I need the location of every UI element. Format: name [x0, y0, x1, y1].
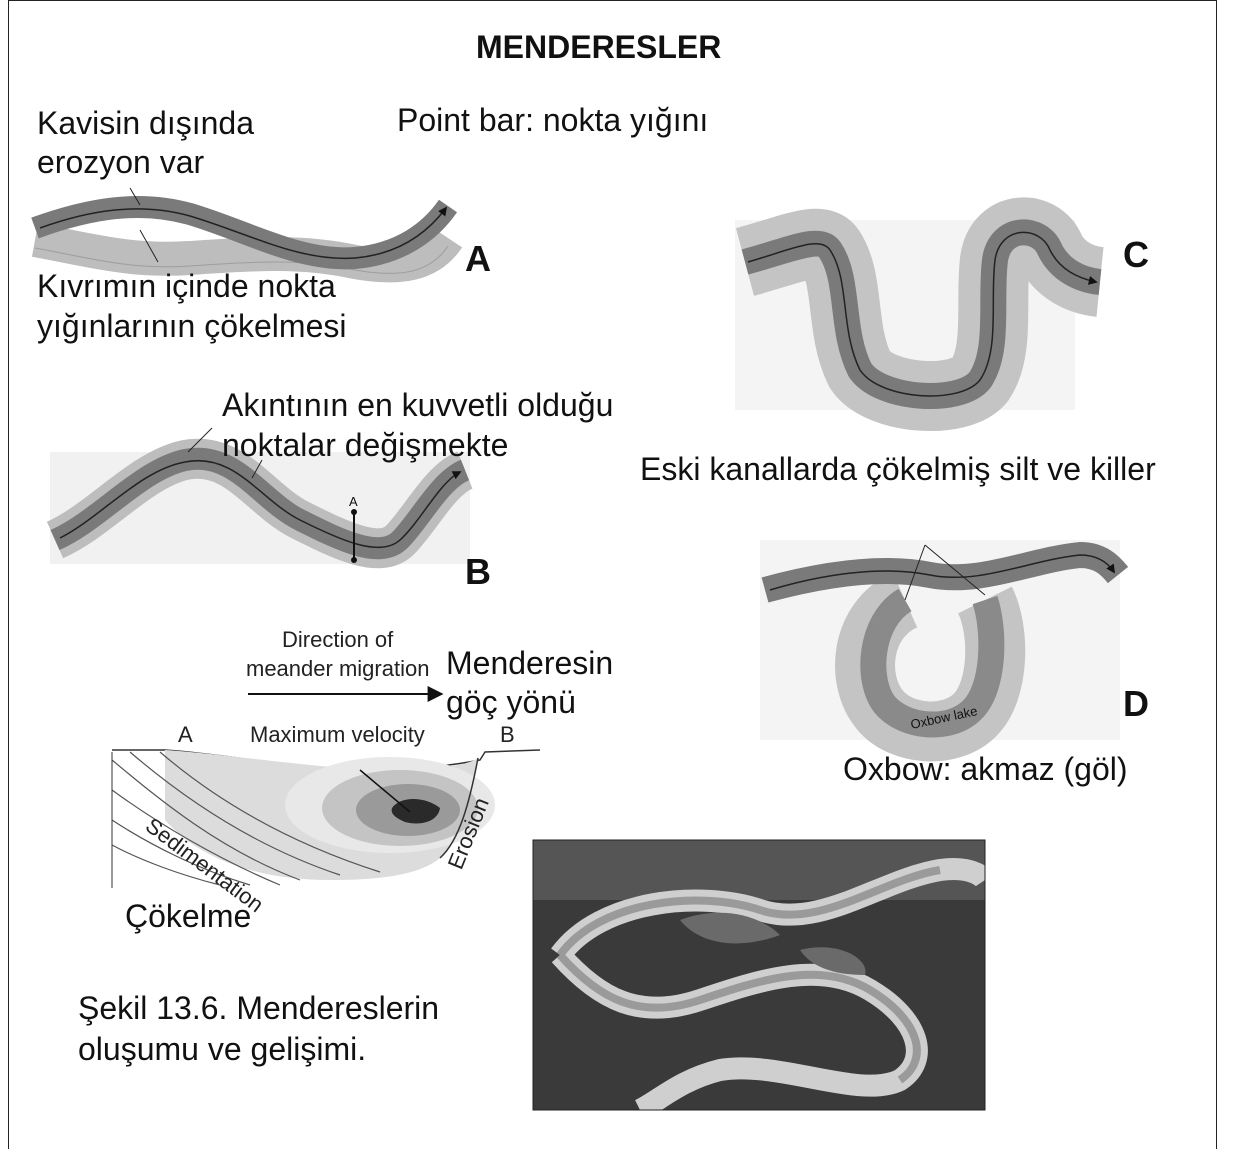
- page-title: MENDERESLER: [476, 28, 721, 66]
- figure-caption-1: Şekil 13.6. Mendereslerin: [78, 989, 439, 1027]
- panel-letter-b: B: [465, 550, 491, 593]
- label-outer-erosion-1: Kavisin dışında: [37, 104, 254, 142]
- panel-letter-c: C: [1123, 233, 1149, 276]
- label-direction-1: Direction of: [282, 627, 393, 653]
- label-direction-2: meander migration: [246, 656, 429, 682]
- label-inner-deposition-1: Kıvrımın içinde nokta: [37, 267, 336, 305]
- label-point-bar: Point bar: nokta yığını: [397, 101, 708, 139]
- label-b-profile-point: A: [349, 494, 358, 510]
- label-old-channels: Eski kanallarda çökelmiş silt ve killer: [640, 450, 1156, 488]
- label-strongest-current-1: Akıntının en kuvvetli olduğu: [222, 386, 613, 424]
- label-migration-tr-1: Menderesin: [446, 644, 613, 682]
- label-inner-deposition-2: yığınlarının çökelmesi: [37, 307, 346, 345]
- cross-section-point-a: A: [178, 722, 193, 748]
- label-outer-erosion-2: erozyon var: [37, 143, 204, 181]
- panel-letter-d: D: [1123, 682, 1149, 725]
- label-max-velocity: Maximum velocity: [250, 722, 425, 748]
- label-strongest-current-2: noktalar değişmekte: [222, 426, 508, 464]
- label-migration-tr-2: göç yönü: [446, 683, 576, 721]
- panel-c-meander: [735, 220, 1100, 410]
- figure-caption-2: oluşumu ve gelişimi.: [78, 1030, 366, 1068]
- cross-section-point-b: B: [500, 722, 515, 748]
- label-deposition-tr: Çökelme: [125, 897, 251, 935]
- panel-a-meander: [35, 188, 448, 273]
- panel-letter-a: A: [465, 237, 491, 280]
- meander-river-photo: [533, 840, 985, 1110]
- label-oxbow-tr: Oxbow: akmaz (göl): [843, 750, 1128, 788]
